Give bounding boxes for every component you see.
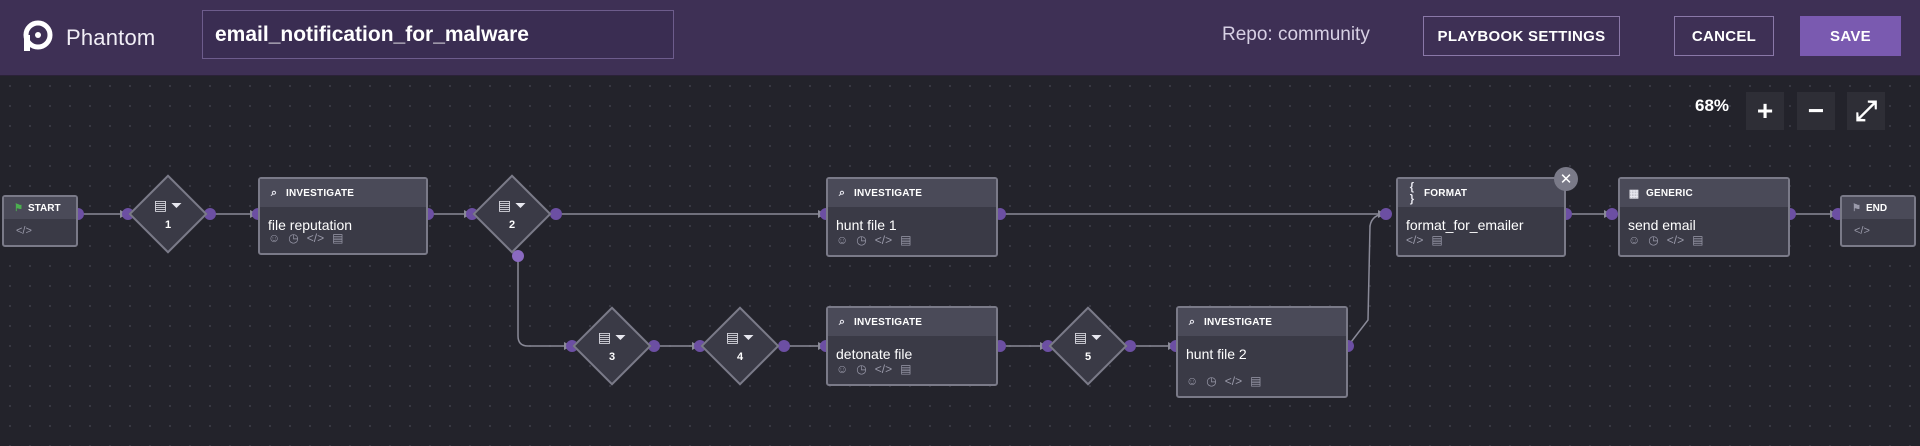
filter-icon: ▤ ⏷ [725,329,755,345]
diamond-shape [472,174,552,254]
search-icon: ⌕ [1188,315,1196,328]
code-icon[interactable]: </> [16,225,32,237]
document-icon[interactable]: ▤ [900,362,912,376]
filter-number: 2 [508,219,516,231]
document-icon[interactable]: ▤ [1250,374,1262,388]
diamond-shape [700,306,780,386]
phantom-logo-icon [23,20,53,51]
filter-node-2[interactable]: ▤ ⏷ 2 [472,174,552,254]
filter-number: 4 [736,351,744,363]
generic-node-send-email[interactable]: ▦ GENERIC send email ☺ ◷ </> ▤ [1618,177,1790,257]
filter-icon: ▤ ⏷ [1073,329,1103,345]
code-icon[interactable]: </> [874,362,893,376]
zoom-in-button[interactable]: + [1746,92,1784,130]
node-type: GENERIC [1646,187,1693,199]
code-icon[interactable]: </> [306,231,325,245]
document-icon[interactable]: ▤ [900,233,912,247]
filter-number: 5 [1084,351,1092,363]
user-icon[interactable]: ☺ [1628,233,1641,247]
node-type: INVESTIGATE [1204,316,1273,328]
node-type: FORMAT [1424,187,1468,199]
code-icon[interactable]: </> [874,233,893,247]
diamond-shape [1048,306,1128,386]
start-label: START [27,202,61,214]
repo-label: Repo: community [1222,24,1370,45]
save-button[interactable]: SAVE [1800,16,1901,56]
brand-name: Phantom [66,25,156,50]
clock-icon[interactable]: ◷ [1206,374,1217,388]
start-node[interactable]: ⚑ START </> [2,195,78,247]
search-icon: ⌕ [838,315,846,328]
diamond-shape [572,306,652,386]
zoom-out-button[interactable]: − [1797,92,1835,130]
user-icon[interactable]: ☺ [836,233,849,247]
clock-icon[interactable]: ◷ [288,231,299,245]
user-icon[interactable]: ☺ [1186,374,1199,388]
code-icon[interactable]: </> [1224,374,1243,388]
document-icon[interactable]: ▤ [332,231,344,245]
cancel-button[interactable]: CANCEL [1674,16,1774,56]
clock-icon[interactable]: ◷ [1648,233,1659,247]
node-type: INVESTIGATE [286,187,355,199]
filter-node-4[interactable]: ▤ ⏷ 4 [700,306,780,386]
search-icon: ⌕ [838,186,846,199]
zoom-level: 68% [1695,96,1730,115]
action-node-detonate-file[interactable]: ⌕ INVESTIGATE detonate file ☺ ◷ </> ▤ [826,306,998,386]
playbook-settings-button[interactable]: PLAYBOOK SETTINGS [1423,16,1620,56]
close-icon[interactable]: ✕ [1554,167,1578,191]
diamond-shape [128,174,208,254]
node-type: INVESTIGATE [854,187,923,199]
node-title: hunt file 2 [1186,346,1247,362]
action-node-hunt-file-2[interactable]: ⌕ INVESTIGATE hunt file 2 ☺ ◷ </> ▤ [1176,306,1348,398]
code-icon[interactable]: </> [1666,233,1685,247]
filter-number: 1 [164,219,172,231]
flag-icon: ⚑ [1852,202,1861,214]
filter-node-5[interactable]: ▤ ⏷ 5 [1048,306,1128,386]
document-icon[interactable]: ▤ [1692,233,1704,247]
node-title: file reputation [268,217,353,233]
code-icon[interactable]: </> [1406,233,1424,247]
filter-node-3[interactable]: ▤ ⏷ 3 [572,306,652,386]
end-label: END [1865,202,1888,214]
node-type: INVESTIGATE [854,316,923,328]
phantom-logo[interactable]: Phantom [18,18,155,58]
playbook-canvas[interactable] [0,76,1920,446]
search-icon: ⌕ [270,186,278,199]
filter-icon: ▤ ⏷ [153,197,183,213]
node-title: send email [1628,217,1696,233]
flag-icon: ⚑ [14,202,23,214]
format-node[interactable]: { } FORMAT format_for_emailer </> ▤ [1396,177,1566,257]
clock-icon[interactable]: ◷ [856,233,867,247]
document-icon[interactable]: ▤ [1431,233,1443,247]
code-icon[interactable]: </> [1854,225,1870,237]
filter-icon: ▤ ⏷ [497,197,527,213]
grid-icon: ▦ [1628,187,1640,200]
node-title: format_for_emailer [1406,217,1524,233]
action-node-file-reputation[interactable]: ⌕ INVESTIGATE file reputation ☺ ◷ </> ▤ [258,177,428,255]
filter-icon: ▤ ⏷ [597,329,627,345]
filter-number: 3 [608,351,616,363]
end-node[interactable]: ⚑ END </> [1840,195,1916,247]
action-node-hunt-file-1[interactable]: ⌕ INVESTIGATE hunt file 1 ☺ ◷ </> ▤ [826,177,998,257]
playbook-name-input[interactable]: email_notification_for_malware [202,10,674,59]
user-icon[interactable]: ☺ [836,362,849,376]
top-bar: Phantom email_notification_for_malware R… [0,0,1920,76]
user-icon[interactable]: ☺ [268,231,281,245]
fit-to-screen-button[interactable]: ⤢ [1847,92,1885,130]
braces-icon: { } [1409,181,1415,205]
filter-node-1[interactable]: ▤ ⏷ 1 [128,174,208,254]
clock-icon[interactable]: ◷ [856,362,867,376]
node-title: hunt file 1 [836,217,897,233]
node-title: detonate file [836,346,913,362]
